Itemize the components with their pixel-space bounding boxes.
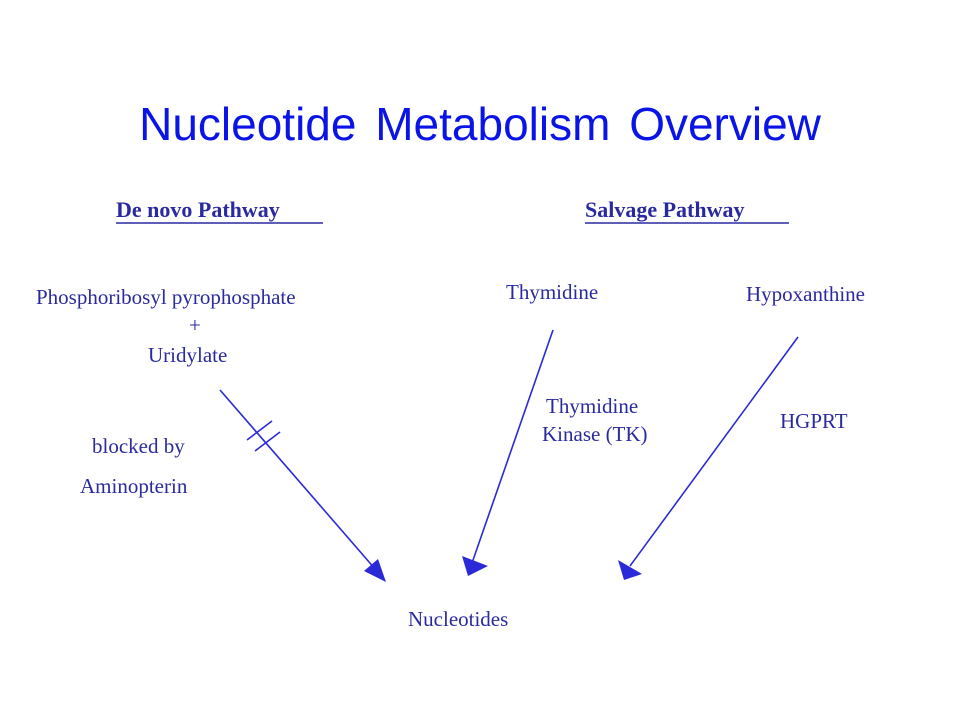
hgprt-label: HGPRT [780,409,848,433]
thymidine-kinase-label-line1: Thymidine [546,394,638,418]
blocked-label-line1: blocked by [92,434,185,458]
de-novo-substrate-1: Phosphoribosyl pyrophosphate [36,285,296,309]
de-novo-plus: + [189,313,201,337]
salvage-heading: Salvage Pathway [585,197,745,222]
blocked-label-line2: Aminopterin [80,474,188,498]
slide-title: Nucleotide Metabolism Overview [139,98,821,150]
thymidine-kinase-label-line2: Kinase (TK) [542,422,648,446]
thymidine-arrow [471,329,554,564]
arrow-head-icon [462,556,488,576]
block-mark-icon [246,420,273,441]
thymidine-label: Thymidine [506,280,598,304]
hypoxanthine-arrow [629,336,799,567]
arrow-head-icon [618,560,642,580]
block-mark-icon [254,431,281,452]
hypoxanthine-label: Hypoxanthine [746,282,865,306]
de-novo-arrow [219,389,377,571]
de-novo-heading: De novo Pathway [116,197,280,222]
arrow-head-icon [364,559,386,582]
nucleotides-label: Nucleotides [408,607,508,631]
de-novo-substrate-2: Uridylate [148,343,227,367]
